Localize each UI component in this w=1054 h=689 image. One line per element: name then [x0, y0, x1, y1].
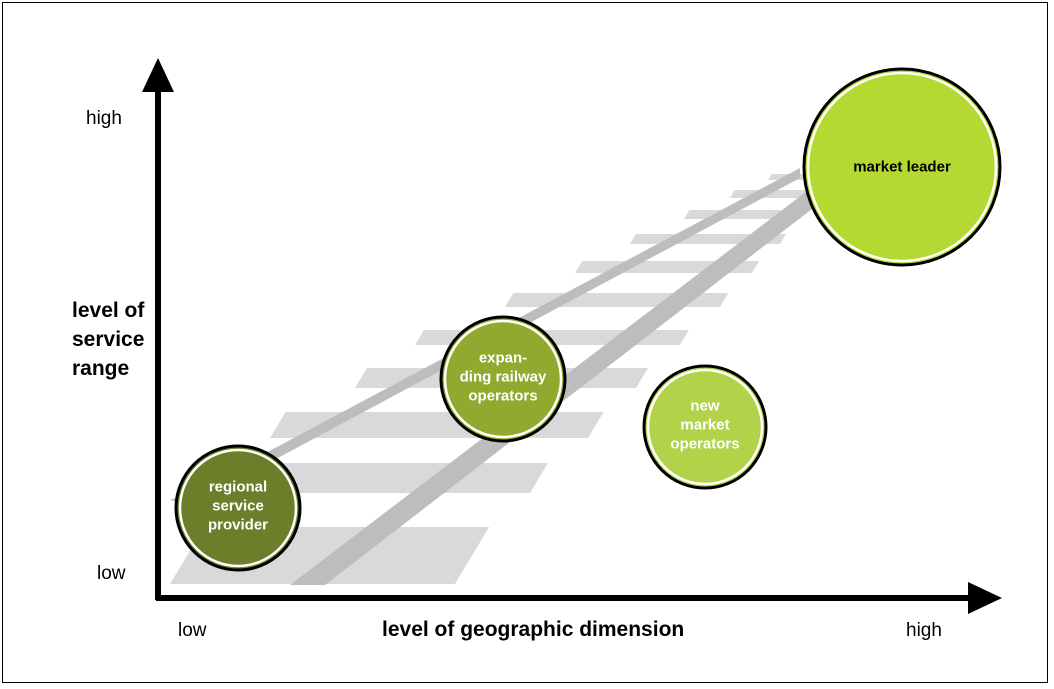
x-axis-arrowhead	[968, 582, 1002, 614]
bubble-label-line: new	[690, 397, 720, 415]
bubble-label-new-market: new market operators	[670, 397, 739, 454]
bubble-ring	[443, 319, 563, 439]
x-axis-low-label: low	[178, 620, 207, 641]
bubble-expanding-railway-operators	[439, 315, 567, 443]
y-axis-arrowhead	[142, 58, 174, 92]
x-axis-high-label: high	[906, 620, 942, 641]
bubble-label-line: operators	[670, 435, 740, 453]
bubble-new-market-operators	[642, 364, 768, 490]
bubble-label-market-leader: market leader	[853, 158, 951, 177]
y-axis-high-label: high	[86, 108, 122, 129]
bubble-label-line: regional	[208, 478, 268, 496]
bubble-label-line: market	[680, 416, 730, 434]
bubble-label-line: ding railway	[459, 368, 547, 386]
bubble-regional-service-provider	[174, 444, 302, 572]
y-axis-low-label: low	[97, 563, 126, 584]
x-axis-title: level of geographic dimension	[382, 618, 685, 641]
bubble-label-regional: regional service provider	[208, 478, 268, 535]
y-axis-title-line: range	[72, 357, 130, 380]
bubble-label-line: expan-	[478, 349, 528, 367]
bubble-ring	[646, 368, 764, 486]
y-axis-title-line: level of	[72, 299, 145, 322]
bubble-label-line: service	[212, 497, 264, 515]
bubble-label-expanding: expan- ding railway operators	[460, 349, 547, 406]
bubble-label-line: market leader	[853, 158, 951, 176]
y-axis-title: level of service range	[72, 296, 192, 383]
bubble-label-line: provider	[207, 516, 269, 534]
bubble-ring	[178, 448, 298, 568]
bubble-market-leader	[802, 67, 1002, 267]
bubble-ring	[806, 71, 998, 263]
bubble-label-line: operators	[468, 387, 538, 405]
y-axis-title-line: service	[72, 328, 145, 351]
